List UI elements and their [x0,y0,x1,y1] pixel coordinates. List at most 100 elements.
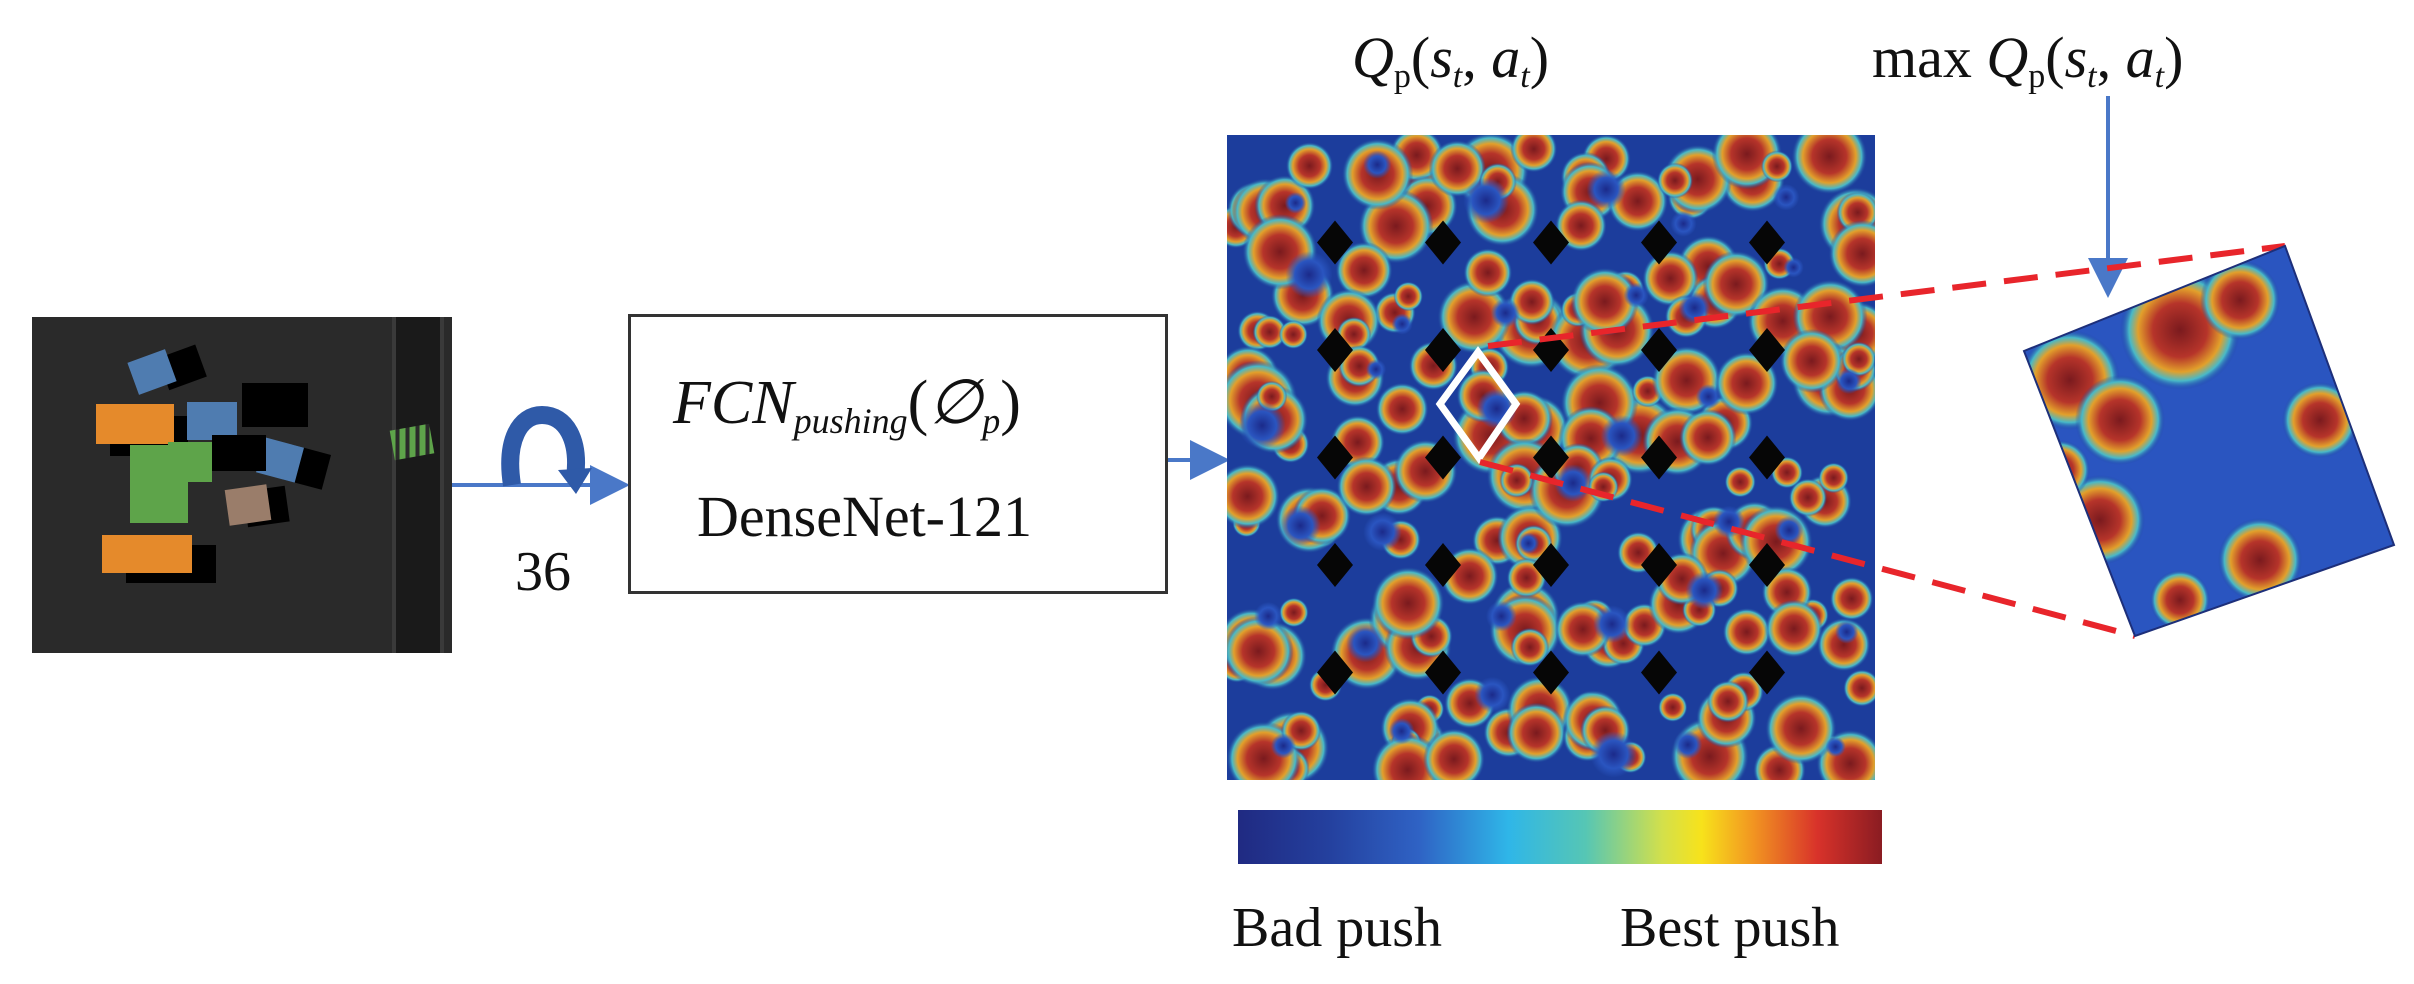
fcn-network-box: FCNpushing(∅p) DenseNet-121 [628,314,1168,594]
heatmap-hotspot [1818,462,1849,494]
heatmap-hotspot [1463,248,1513,298]
heatmap-coldspot [1363,512,1402,552]
q-value-label: Qp(st, at) [1352,25,1550,95]
heatmap-empty-region [1641,650,1677,695]
heatmap-hotspot [1227,616,1294,687]
network-param-subscript: p [982,401,1001,441]
heatmap-hotspot [1642,250,1699,307]
max-action-time-subscript: t [2154,58,2165,95]
heatmap-empty-region [1641,543,1677,587]
heatmap-coldspot [1695,384,1722,410]
heatmap-hotspot [1371,566,1445,640]
heatmap-hotspot [1336,456,1397,517]
heatmap-hotspot [1679,408,1737,467]
heatmap-hotspot [1555,199,1607,252]
heatmap-empty-region [1425,650,1461,695]
heatmap-empty-region [1317,220,1353,265]
q-value-colorbar [1238,810,1882,864]
input-scene-image [32,317,452,653]
zoomed-q-patch [2022,244,2396,638]
max-state-time-subscript: t [2087,58,2097,95]
scene-rail [392,317,444,653]
heatmap-hotspot [1393,281,1424,312]
heatmap-hotspot [1423,728,1485,780]
heatmap-empty-region [1425,328,1461,372]
heatmap-empty-region [1425,543,1461,587]
heatmap-coldspot [1825,736,1846,757]
heatmap-empty-region [1533,220,1569,265]
max-q-symbol: Q [1986,25,2029,90]
state-time-subscript: t [1452,58,1463,95]
heatmap-hotspot [1829,576,1874,621]
heatmap-hotspot [1791,135,1868,195]
zoom-line-bottom [1479,459,2136,639]
heatmap-empty-region [1317,543,1353,587]
heatmap-coldspot [1391,313,1413,335]
heatmap-coldspot [1463,177,1510,224]
action-time-subscript: t [1520,58,1530,95]
rotation-arrow-head [558,468,592,494]
heatmap-hotspot [1375,382,1429,436]
heatmap-hotspot [1657,162,1693,199]
colorbar-high-label: Best push [1620,897,1840,959]
heatmap-hotspot [1510,135,1558,173]
heatmap-coldspot [1590,731,1637,778]
heatmap-hotspot [1278,319,1308,350]
zoom-hotspot [2055,475,2145,565]
heatmap-hotspot [1278,597,1309,628]
heatmap-hotspot [1841,341,1875,377]
heatmap-coldspot [1346,623,1385,663]
heatmap-hotspot [1788,478,1828,517]
q-value-heatmap [1227,135,1875,780]
heatmap-coldspot [1254,601,1283,631]
heatmap-hotspot [1724,466,1756,498]
network-param-symbol: ∅ [928,369,983,437]
heatmap-coldspot [1623,282,1649,308]
colorbar-low-label: Bad push [1232,897,1442,959]
heatmap-coldspot [1678,291,1711,324]
heatmap-hotspot [1658,692,1688,723]
heatmap-hotspot [1437,280,1512,354]
heatmap-hotspot [1227,463,1281,529]
heatmap-coldspot [1388,718,1415,745]
q-subscript: p [1393,58,1411,95]
heatmap-coldspot [1490,298,1521,328]
block-blue-1 [127,349,177,395]
max-state-symbol: s [2064,25,2088,90]
network-name-subscript: pushing [793,401,908,441]
heatmap-empty-region [1533,650,1569,695]
heatmap-empty-region [1749,435,1785,480]
heatmap-empty-region [1533,435,1569,480]
heatmap-hotspot [1722,607,1771,657]
selected-action-box[interactable] [1435,346,1521,465]
heatmap-coldspot [1600,414,1643,457]
zoom-hotspot [2200,260,2280,340]
action-symbol: a [1491,25,1521,90]
zoom-hotspot [2030,440,2090,500]
heatmap-empty-region [1749,328,1785,372]
heatmap-coldspot [1774,515,1804,545]
zoom-hotspot [2075,375,2165,465]
heatmap-empty-region [1533,543,1569,587]
heatmap-empty-region [1641,328,1677,372]
heatmap-hotspot [1843,669,1875,707]
heatmap-hotspot [1285,142,1334,190]
heatmap-hotspot [1764,599,1823,658]
heatmap-coldspot [1363,150,1392,179]
heatmap-coldspot [1284,192,1307,214]
heatmap-hotspot [1252,314,1287,350]
heatmap-hotspot [1508,278,1555,325]
heatmap-hotspot [1706,680,1750,723]
heatmap-hotspot [1506,702,1567,764]
heatmap-coldspot [1270,733,1297,759]
heatmap-empty-region [1317,650,1353,695]
state-symbol: s [1430,25,1453,90]
heatmap-coldspot [1280,505,1321,546]
heatmap-coldspot [1835,368,1862,395]
rotation-count: 36 [515,541,571,603]
network-name-main: FCN [673,369,794,437]
network-backbone: DenseNet-121 [697,484,1033,549]
heatmap-coldspot [1834,620,1859,644]
heatmap-empty-region [1641,435,1677,480]
heatmap-empty-region [1317,328,1353,372]
